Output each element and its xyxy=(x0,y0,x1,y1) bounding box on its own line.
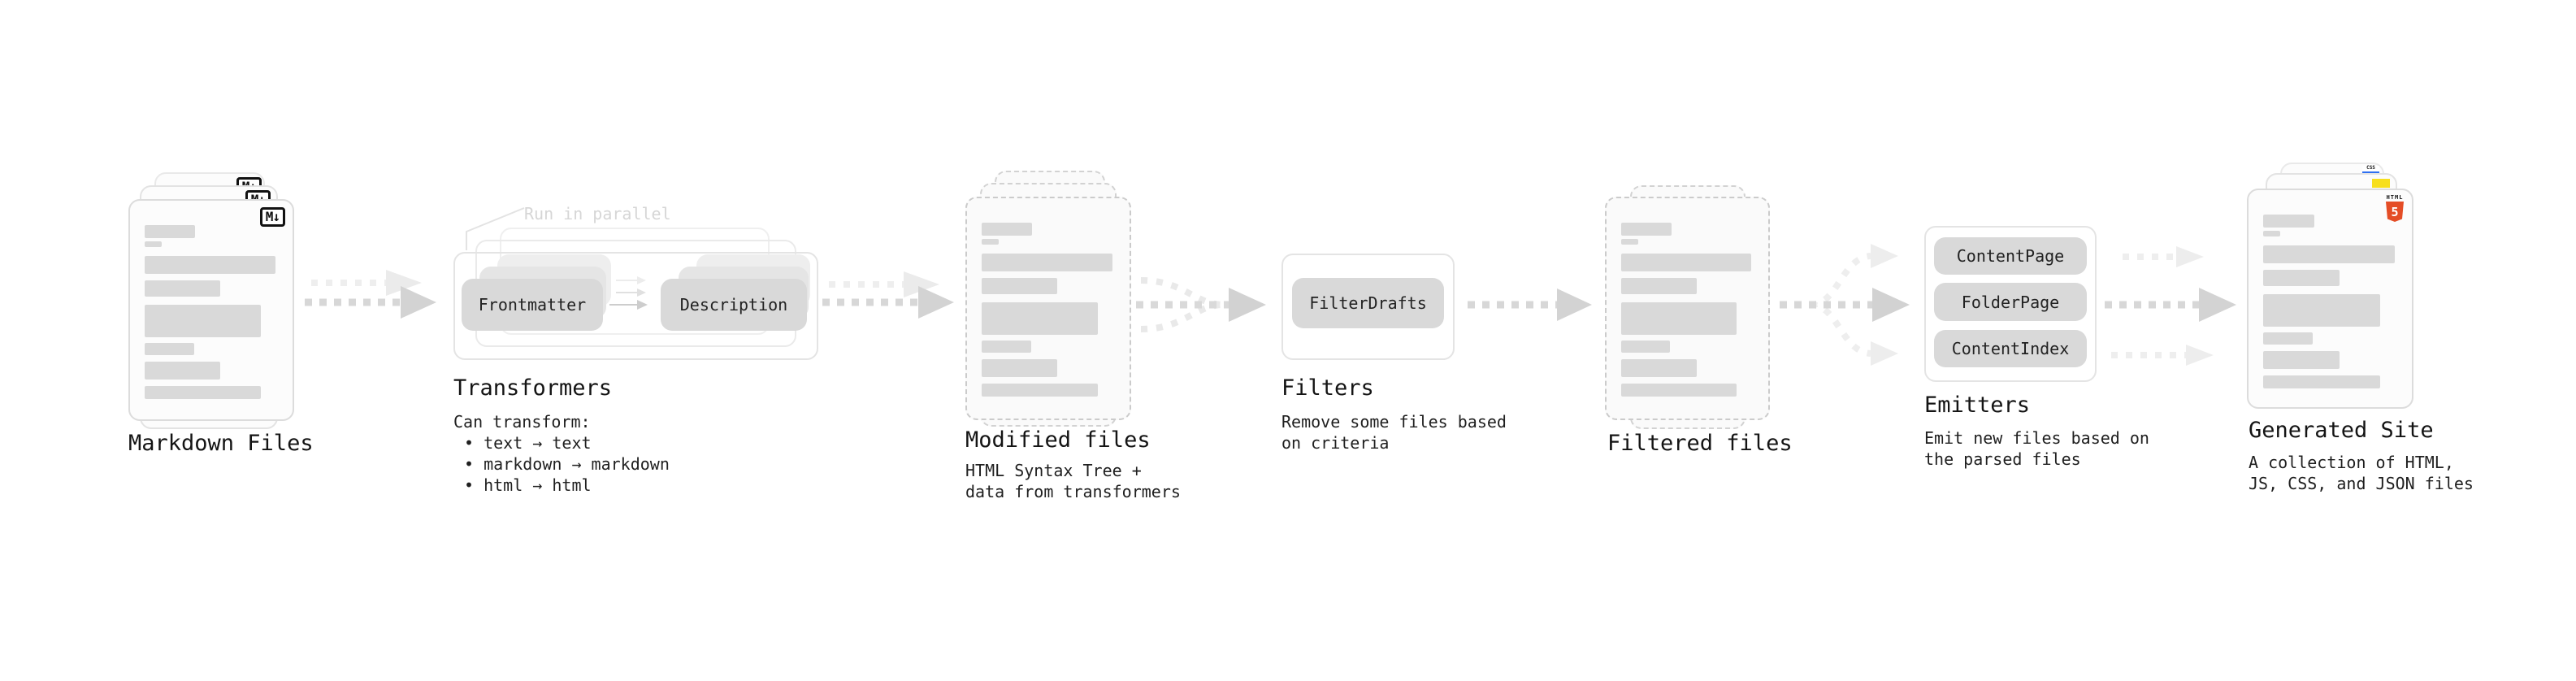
text-line-bar xyxy=(145,225,196,238)
contentindex-pill: ContentIndex xyxy=(1934,330,2087,367)
text-line-bar xyxy=(982,384,1098,397)
emitters-desc: Emit new files based on the parsed files xyxy=(1924,428,2149,469)
text-line-bar xyxy=(982,302,1098,335)
text-line-bar xyxy=(145,362,221,380)
text-line-bar xyxy=(982,239,1000,245)
text-line-bar xyxy=(2263,294,2380,327)
text-line-bar xyxy=(982,278,1058,294)
arrow-emitters-to-site-bottom xyxy=(2111,345,2214,366)
transform-bullet: • text → text xyxy=(464,433,592,453)
text-line-bar xyxy=(1621,239,1639,245)
text-line-bar xyxy=(145,305,261,337)
arrow-transformers-to-modified xyxy=(822,271,954,319)
run-in-parallel-note: Run in parallel xyxy=(524,204,671,223)
emitters-title: Emitters xyxy=(1924,393,2031,418)
text-line-bar xyxy=(145,343,194,355)
text-line-bar xyxy=(2263,375,2380,388)
text-line-bar xyxy=(2263,270,2340,286)
text-line-bar xyxy=(1621,223,1672,236)
text-line-bar xyxy=(2263,245,2395,263)
text-line-bar xyxy=(982,223,1033,236)
text-line-bar xyxy=(1621,302,1737,335)
filters-title: Filters xyxy=(1281,375,1374,401)
text-line-bar xyxy=(145,256,275,274)
arrow-emitters-to-site-top xyxy=(2123,246,2204,267)
transform-bullet: • markdown → markdown xyxy=(464,454,670,474)
text-line-bar xyxy=(1621,254,1751,271)
modified-files-desc: HTML Syntax Tree + data from transformer… xyxy=(965,461,1181,501)
markdown-files-title: Markdown Files xyxy=(128,431,314,456)
text-line-bar xyxy=(1621,340,1671,353)
frontmatter-pill: Frontmatter xyxy=(462,279,603,331)
generated-site-desc: A collection of HTML, JS, CSS, and JSON … xyxy=(2249,453,2474,493)
text-line-bar xyxy=(982,254,1112,271)
text-line-bar xyxy=(2263,332,2314,345)
modified-files-title: Modified files xyxy=(965,427,1151,453)
filterdrafts-pill: FilterDrafts xyxy=(1292,278,1444,328)
transformers-title: Transformers xyxy=(453,375,613,401)
generated-site-title: Generated Site xyxy=(2249,418,2434,443)
markdown-icon: M↓ xyxy=(259,207,285,227)
text-line-bar xyxy=(2263,351,2340,369)
generated-site-front: HTML 5 xyxy=(2247,189,2413,409)
filtered-files-title: Filtered files xyxy=(1607,431,1793,456)
transformers-bullets: • text → text • markdown → markdown • ht… xyxy=(453,432,670,496)
transform-bullet: • html → html xyxy=(464,475,592,495)
arrow-filters-to-filtered xyxy=(1468,288,1592,321)
text-line-bar xyxy=(2263,231,2281,236)
text-line-bar xyxy=(1621,278,1697,294)
text-line-bar xyxy=(1621,384,1737,397)
filters-desc: Remove some files based on criteria xyxy=(1281,412,1507,453)
markdown-file-front: M↓ xyxy=(128,199,294,421)
modified-file-front xyxy=(965,197,1131,420)
arrow-markdown-to-transformers xyxy=(305,270,436,319)
css-icon: CSS xyxy=(2362,166,2379,174)
text-line-bar xyxy=(982,359,1058,377)
arrow-emitters-to-site-mid xyxy=(2105,288,2236,322)
arrow-modified-to-filters xyxy=(1136,277,1266,332)
text-line-bar xyxy=(145,280,221,297)
folderpage-pill: FolderPage xyxy=(1934,283,2087,321)
contentpage-pill: ContentPage xyxy=(1934,237,2087,275)
run-in-parallel-connector xyxy=(466,207,525,250)
text-line-bar xyxy=(145,386,261,399)
transformers-desc-heading: Can transform: xyxy=(453,412,591,432)
text-line-bar xyxy=(1621,359,1697,377)
html5-icon: HTML 5 xyxy=(2384,194,2405,222)
description-pill: Description xyxy=(661,279,807,331)
javascript-icon xyxy=(2372,179,2390,188)
transformers-panel-front xyxy=(453,252,818,360)
filtered-file-front xyxy=(1605,197,1770,420)
arrow-filtered-to-emitters xyxy=(1780,244,1910,366)
text-line-bar xyxy=(982,340,1031,353)
text-line-bar xyxy=(2263,215,2314,228)
text-line-bar xyxy=(145,241,163,247)
transformer-step-arrows xyxy=(609,276,648,310)
